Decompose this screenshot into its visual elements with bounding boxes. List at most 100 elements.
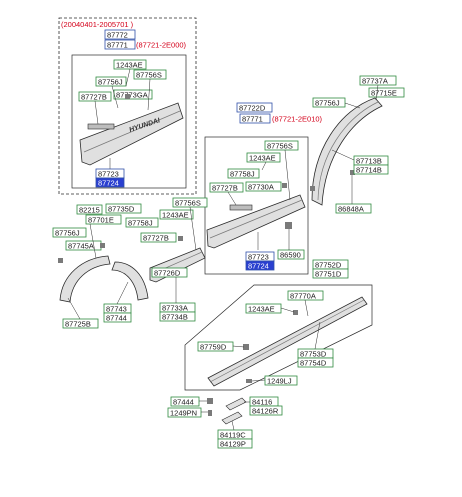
- bottom-pad-84116-icon: [225, 397, 247, 411]
- left-label-1243AE-box: [159, 209, 194, 220]
- middle-label-1243AE-box: [246, 152, 281, 163]
- bottom-label-84129P: 84129P: [220, 440, 246, 449]
- top-label-1243AE: 1243AE: [116, 61, 143, 70]
- right-sill-part: [207, 296, 368, 387]
- bottom-clip-87444-icon: [207, 398, 213, 404]
- right-label-87754D: 87754D: [300, 359, 327, 368]
- left-label-1243AE: 1243AE: [162, 211, 189, 220]
- right-leader-1: [375, 84, 379, 101]
- left-label-87758J-box: [125, 217, 159, 228]
- right-label-87752D: 87752D: [315, 261, 342, 270]
- right-label-1243AE-box: [245, 303, 282, 314]
- top-label-87756J: 87756J: [98, 78, 123, 87]
- right-label-87751D: 87751D: [315, 270, 342, 279]
- right-label-87714B: 87714B: [356, 166, 382, 175]
- middle-leader-1: [261, 161, 267, 171]
- left-label-87744-box: [103, 312, 132, 323]
- right-label-87759D: 87759D: [200, 343, 227, 352]
- middle-moulding-part: [206, 194, 306, 249]
- middle-label-87730A: 87730A: [248, 183, 274, 192]
- top-code-87723: 87723: [98, 170, 119, 179]
- right-label-1249LJ-box: [264, 375, 298, 386]
- right-arch-part: [311, 97, 383, 206]
- right-clip-b: [243, 344, 249, 350]
- top-code-87772-box: [104, 29, 136, 40]
- left-leader-5: [189, 206, 197, 251]
- left-clip-2: [178, 236, 183, 241]
- bottom-pad-84119C-icon: [221, 411, 243, 425]
- right-lower-frame: [184, 284, 373, 391]
- left-label-87727B: 87727B: [143, 234, 169, 243]
- middle-label-1243AE: 1243AE: [249, 154, 276, 163]
- top-code-87724: 87724: [98, 179, 119, 188]
- left-label-87725B-box: [62, 318, 99, 329]
- left-label-87726D-box: [151, 267, 188, 278]
- top-panel-frame: [58, 17, 197, 195]
- middle-label-87730A-box: [245, 181, 282, 192]
- left-arch-part-2: [111, 261, 149, 301]
- left-label-87743: 87743: [106, 305, 127, 314]
- middle-label-86590-box: [277, 249, 305, 260]
- top-code-87772: 87772: [107, 31, 128, 40]
- top-suffix: (87721-2E000): [136, 41, 187, 50]
- top-leader-1: [125, 68, 131, 87]
- right-upper-group: 87737A 87756J 87715E 87713B 87714B 86848…: [310, 75, 405, 214]
- right-label-87770A: 87770A: [290, 292, 316, 301]
- top-panel: (20040401-2005701 ) 87772 87771 (87721-2…: [58, 17, 197, 195]
- top-inner-frame: [71, 54, 187, 189]
- middle-leader-2: [284, 149, 291, 201]
- top-label-87756J-box: [95, 76, 127, 87]
- top-leader-4: [111, 85, 119, 109]
- left-label-87727B-box: [140, 232, 177, 243]
- left-clip-1: [100, 243, 105, 248]
- middle-label-87758J-box: [227, 168, 260, 179]
- bottom-parts-group: 87444 1249PN 84116 84126R 84119C 84129P: [167, 396, 283, 449]
- left-arch-part-1: [59, 255, 111, 303]
- middle-label-87756S: 87756S: [267, 142, 293, 151]
- right-label-87714B-box: [353, 164, 389, 175]
- middle-clip-strip: [229, 204, 253, 211]
- top-label-87727B: 87727B: [81, 93, 107, 102]
- right-clip-2: [310, 186, 315, 191]
- right-lower-leader-5: [304, 299, 309, 317]
- right-label-87751D-box: [312, 268, 349, 279]
- right-label-86848A: 86848A: [338, 205, 364, 214]
- right-sill-crease: [209, 299, 365, 383]
- bottom-screw-1249PN-icon: [208, 410, 212, 416]
- left-label-87756S: 87756S: [175, 199, 201, 208]
- right-label-87737A: 87737A: [362, 77, 388, 86]
- left-label-87701E: 87701E: [88, 216, 114, 225]
- top-label-87773GA: 87773GA: [116, 91, 148, 100]
- middle-clip-86590-icon: [285, 222, 292, 229]
- left-label-87756J-box: [52, 227, 87, 238]
- right-label-87713B: 87713B: [356, 157, 382, 166]
- bottom-label-87444: 87444: [173, 398, 194, 407]
- middle-code-87724: 87724: [248, 262, 269, 271]
- top-date-range: (20040401-2005701 ): [61, 20, 134, 29]
- left-leader-1: [67, 297, 81, 320]
- top-code-87724-box: [95, 177, 125, 188]
- right-label-87715E: 87715E: [371, 89, 397, 98]
- right-label-1243AE: 1243AE: [248, 305, 275, 314]
- middle-code-87723: 87723: [248, 253, 269, 262]
- right-label-87756J: 87756J: [315, 99, 340, 108]
- bottom-label-84119C: 84119C: [220, 431, 246, 440]
- middle-code-87724-box: [245, 260, 275, 271]
- left-label-87701E-box: [85, 214, 122, 225]
- middle-code-87722D: 87722D: [239, 104, 266, 113]
- right-leader-3: [331, 149, 355, 161]
- top-label-87756S: 87756S: [136, 71, 162, 80]
- left-label-87758J: 87758J: [128, 219, 153, 228]
- left-leader-4: [89, 223, 97, 259]
- bottom-label-84126R: 84126R: [252, 407, 279, 416]
- left-label-87733A: 87733A: [162, 304, 188, 313]
- right-clip-a: [293, 310, 298, 315]
- top-leader-3: [94, 100, 99, 125]
- middle-suffix: (87721-2E010): [272, 115, 323, 124]
- top-leader-2: [147, 78, 151, 111]
- right-lower-group: 87752D 87751D 87770A 1243AE 87759D 87753…: [184, 259, 373, 391]
- middle-code-87722D-box: [236, 102, 273, 113]
- right-label-87754D-box: [297, 357, 334, 368]
- bottom-label-87444-box: [170, 396, 200, 407]
- top-code-87771-box: [104, 39, 136, 50]
